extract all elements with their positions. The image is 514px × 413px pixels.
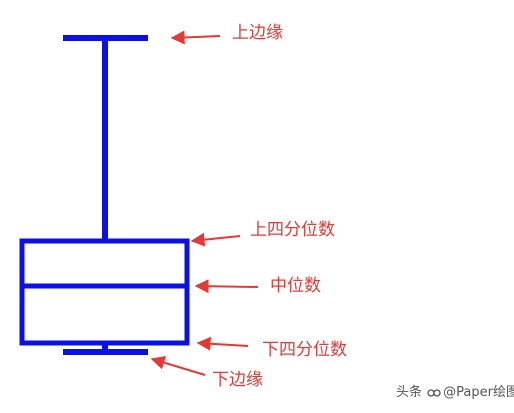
watermark: 头条 @Paper绘图: [396, 381, 514, 400]
watermark-prefix: 头条: [396, 385, 423, 400]
arrow-upper-quartile: [190, 232, 241, 247]
arrow-upper-whisker: [170, 30, 221, 45]
label-lower-whisker: 下边缘: [212, 370, 263, 390]
annotation-arrows: [150, 30, 259, 376]
boxplot-glyph: [19, 35, 190, 355]
label-upper-whisker: 上边缘: [232, 23, 283, 43]
interquartile-box: [19, 238, 190, 346]
label-upper-quartile: 上四分位数: [250, 220, 335, 240]
arrow-lower-quartile: [196, 336, 249, 351]
arrow-lower-whisker: [150, 355, 206, 376]
arrow-median: [194, 279, 259, 294]
label-lower-quartile: 下四分位数: [262, 340, 347, 360]
label-median: 中位数: [270, 276, 321, 296]
toutiao-logo-icon: [427, 388, 441, 397]
watermark-handle: @Paper绘图: [443, 385, 514, 400]
